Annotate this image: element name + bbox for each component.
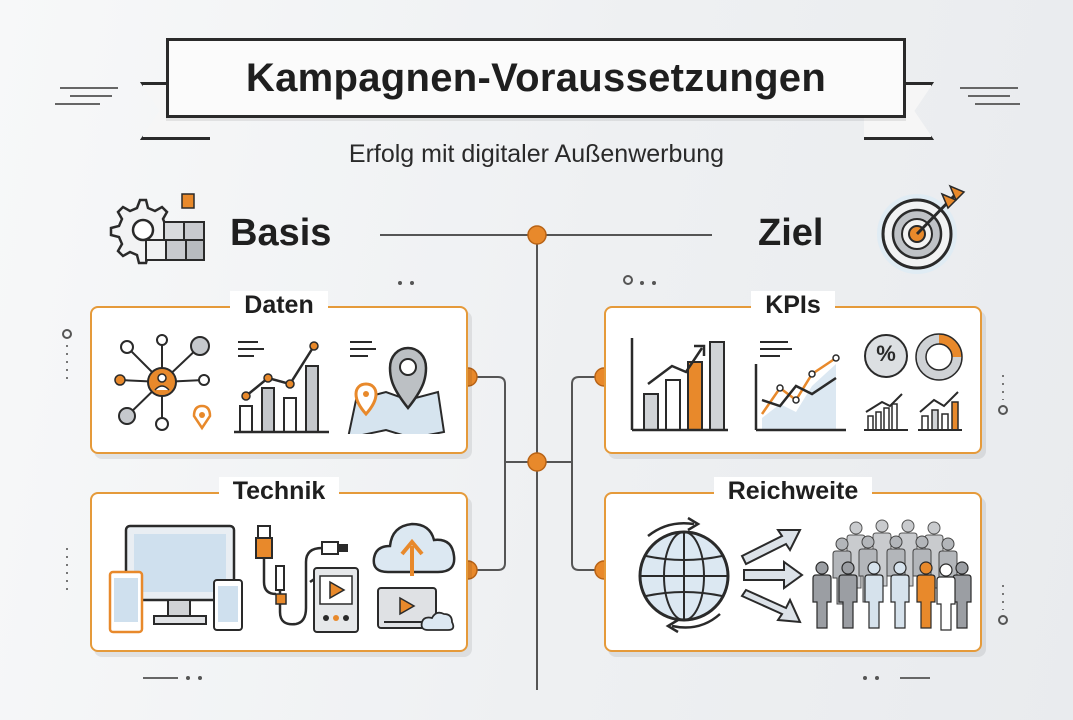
devices-icon: [108, 524, 243, 634]
connector-dot-center: [527, 452, 547, 472]
cloud-upload-icon: [372, 522, 456, 631]
card-reichweite: Reichweite: [604, 477, 982, 652]
small-growth-chart-icon: [864, 393, 908, 431]
donut-chart-icon: [915, 333, 963, 381]
card-technik-title: Technik: [218, 477, 340, 505]
card-kpis: KPIs %: [604, 291, 982, 454]
line-chart-icon: [754, 341, 846, 432]
card-kpis-title: KPIs: [751, 291, 835, 319]
connector-dot-top: [527, 225, 547, 245]
basis-heading: Basis: [230, 212, 332, 254]
map-pin-icon: [347, 341, 446, 434]
card-reichweite-title: Reichweite: [713, 477, 873, 505]
subtitle: Erfolg mit digitaler Außenwerbung: [348, 140, 725, 168]
page-title: Kampagnen-Voraussetzungen: [245, 55, 827, 100]
bar-line-chart-icon: [234, 341, 329, 434]
globe-icon: [638, 516, 730, 634]
media-player-icon: [313, 567, 359, 633]
card-daten-title: Daten: [230, 291, 328, 319]
ziel-heading: Ziel: [758, 212, 824, 254]
small-growth-chart-orange-icon: [918, 391, 962, 431]
percent-badge-icon: [864, 334, 908, 378]
title-banner: Kampagnen-Voraussetzungen: [166, 38, 906, 118]
card-technik: Technik: [90, 477, 468, 652]
network-user-icon: [114, 334, 212, 431]
growth-bar-chart-icon: [630, 338, 728, 432]
card-daten: Daten: [90, 291, 468, 454]
percent-badge-label: %: [876, 341, 896, 366]
target-icon: [877, 184, 966, 274]
gear-blocks-icon: [109, 193, 205, 265]
reach-arrows-icon: [740, 529, 804, 624]
audience-people-icon: [812, 519, 972, 631]
